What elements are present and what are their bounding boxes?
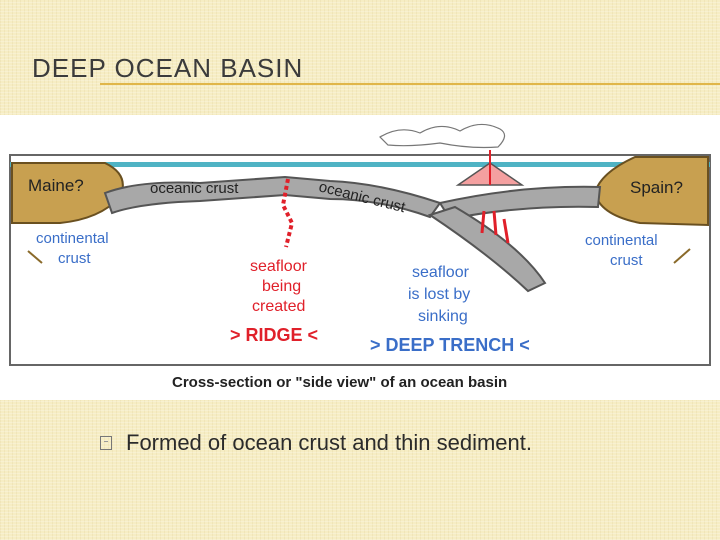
continental-crust-right-label-1: continental [585,232,658,249]
slide-title: DEEP OCEAN BASIN [32,53,304,83]
ocean-basin-diagram: Maine? Spain? oceanic crust oceanic crus… [0,115,720,400]
volcano-smoke [379,123,506,149]
oceanic-crust-left [103,175,442,219]
continental-crust-left-label-2: crust [58,250,91,267]
seafloor-lost-label-1: seafloor [412,264,470,281]
right-continent-label: Spain? [630,178,683,197]
title-rule [100,83,720,85]
left-crust-arrow [27,250,43,264]
continental-crust-right-label-2: crust [610,252,643,269]
diagram-svg: Maine? Spain? oceanic crust oceanic crus… [9,123,711,391]
left-continent-label: Maine? [28,176,84,195]
seafloor-lost-label-2: is lost by [408,286,470,303]
seafloor-created-label-1: seafloor [250,258,308,275]
ridge-magma [280,178,295,248]
subducting-slab [427,205,547,293]
seafloor-lost-label-3: sinking [418,308,468,325]
ridge-label: > RIDGE < [230,325,318,345]
oceanic-crust-left-label: oceanic crust [150,180,239,197]
seafloor-created-label-3: created [252,298,305,315]
oceanic-crust-right [438,185,602,221]
bullet-text: Formed of ocean crust and thin sediment. [126,430,532,455]
right-crust-arrow [673,248,691,264]
bullet-item: Formed of ocean crust and thin sediment. [100,428,532,458]
trench-label: > DEEP TRENCH < [370,335,530,355]
diagram-caption: Cross-section or "side view" of an ocean… [172,374,507,391]
seafloor-created-label-2: being [262,278,301,295]
bullet-icon [100,436,112,450]
ocean-surface [10,162,710,167]
continental-crust-left-label-1: continental [36,230,109,247]
trench-magma [480,210,510,244]
